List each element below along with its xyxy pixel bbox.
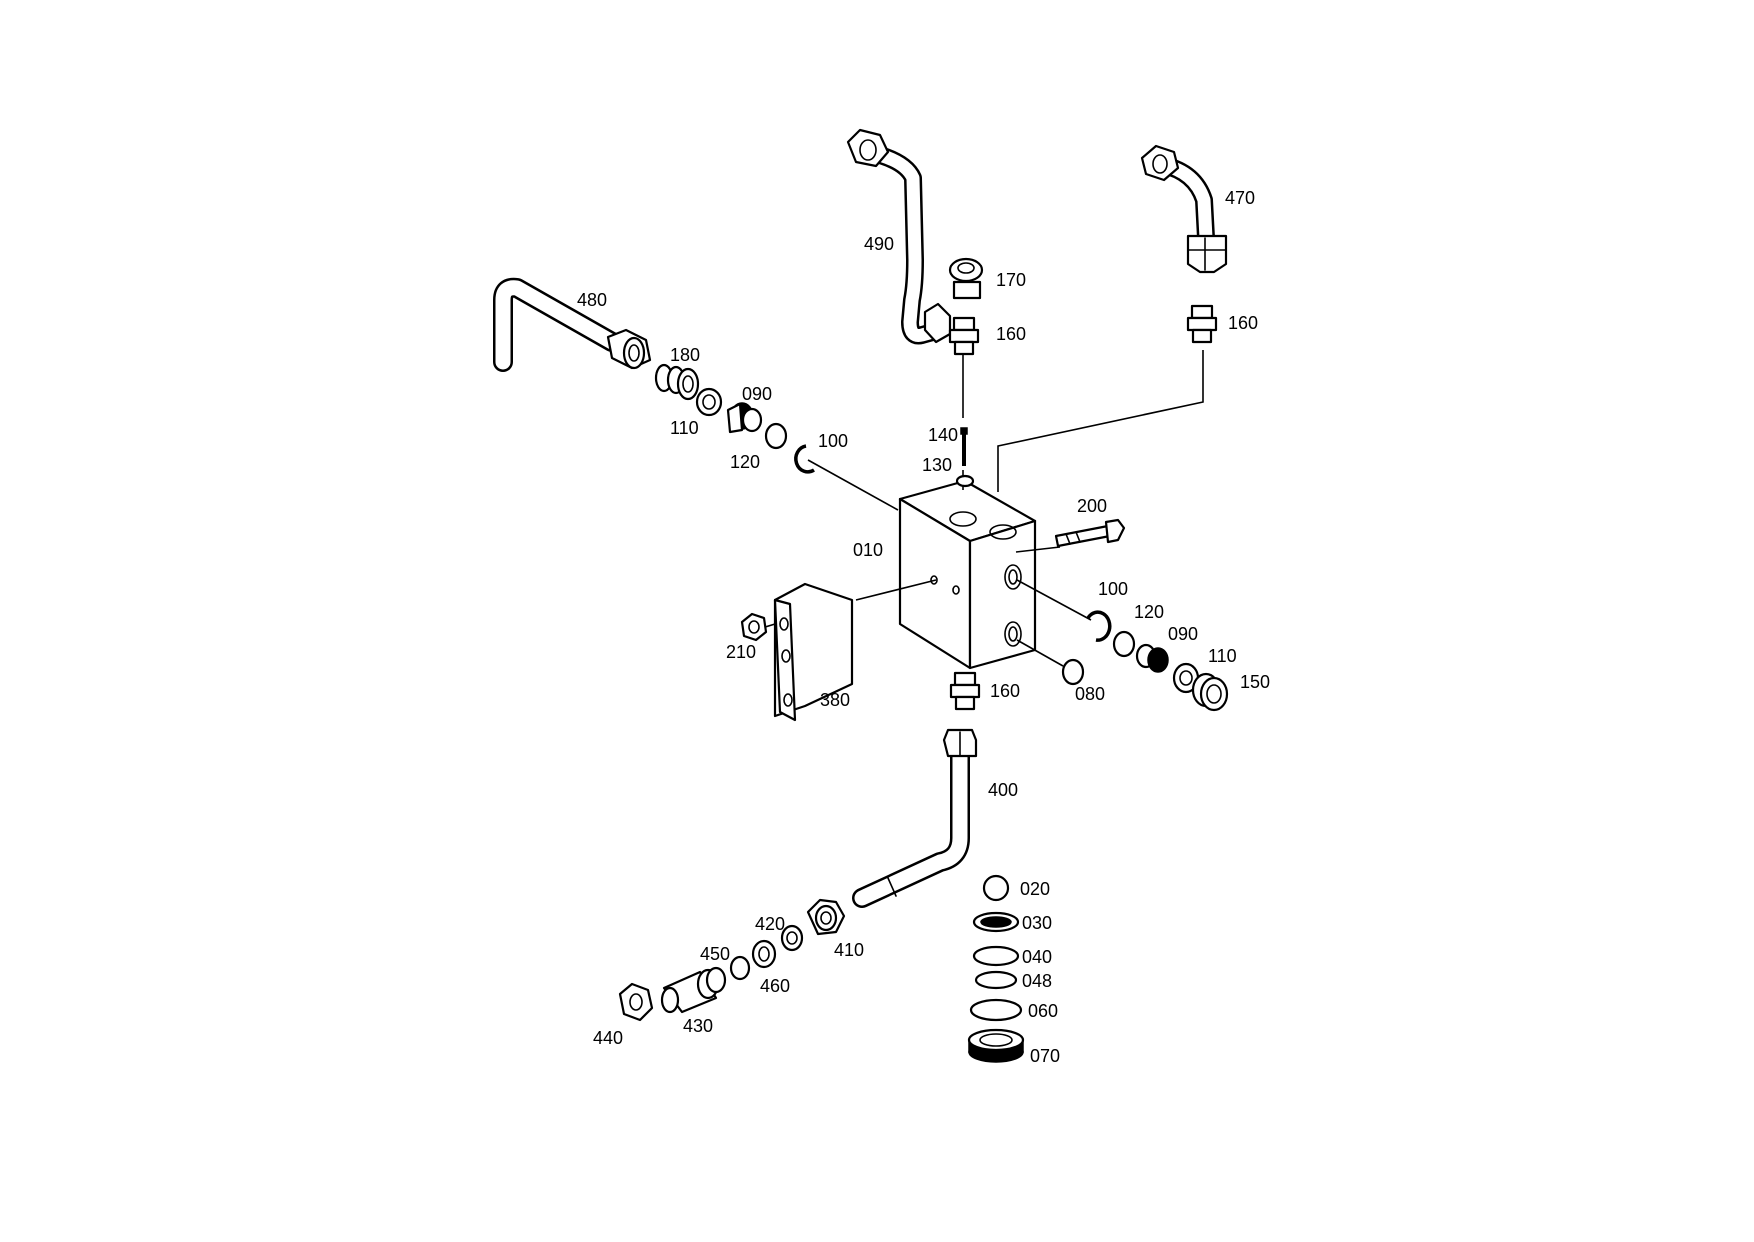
- o-ring-120-left: [764, 422, 788, 450]
- label-160-bottom: 160: [990, 681, 1020, 701]
- valve-block-010: [898, 479, 1037, 670]
- label-160-right: 160: [1228, 313, 1258, 333]
- label-440: 440: [593, 1028, 623, 1048]
- elbow-fitting-170: [948, 257, 984, 300]
- label-110-left: 110: [670, 418, 699, 438]
- label-480: 480: [577, 290, 607, 310]
- label-180: 180: [670, 345, 700, 365]
- label-100-left: 100: [818, 431, 848, 451]
- label-040: 040: [1022, 947, 1052, 967]
- nut-210: [740, 612, 768, 642]
- label-048: 048: [1022, 971, 1052, 991]
- plug-090-right: [1135, 643, 1169, 673]
- label-130: 130: [922, 455, 952, 475]
- label-110-right: 110: [1208, 646, 1237, 666]
- screw-140: [960, 427, 968, 466]
- leader-lines: [761, 346, 1204, 667]
- fitting-160-bottom: [949, 671, 981, 711]
- bolt-200: [1054, 518, 1126, 548]
- label-030: 030: [1022, 913, 1052, 933]
- label-090-left: 090: [742, 384, 772, 404]
- label-490: 490: [864, 234, 894, 254]
- label-380: 380: [820, 690, 850, 710]
- label-140: 140: [928, 425, 958, 445]
- label-010: 010: [853, 540, 883, 560]
- label-400: 400: [988, 780, 1018, 800]
- label-200: 200: [1077, 496, 1107, 516]
- label-210: 210: [726, 642, 756, 662]
- snap-ring-100-right: [1086, 610, 1112, 642]
- plug-070: [967, 1028, 1025, 1063]
- pipe-490: [846, 128, 952, 345]
- bracket-380: [773, 582, 854, 722]
- pipe-470: [1140, 144, 1228, 274]
- o-ring-080: [1061, 658, 1085, 686]
- label-080: 080: [1075, 684, 1105, 704]
- fitting-160-right: [1186, 304, 1218, 344]
- label-420: 420: [755, 914, 785, 934]
- label-460: 460: [760, 976, 790, 996]
- label-020: 020: [1020, 879, 1050, 899]
- label-170: 170: [996, 270, 1026, 290]
- label-060: 060: [1028, 1001, 1058, 1021]
- snap-ring-100-left: [794, 444, 815, 474]
- label-430: 430: [683, 1016, 713, 1036]
- label-160-top: 160: [996, 324, 1026, 344]
- label-100-right: 100: [1098, 579, 1128, 599]
- o-ring-040: [972, 945, 1020, 967]
- label-470: 470: [1225, 188, 1255, 208]
- adapter-430: [660, 966, 727, 1014]
- ball-020: [982, 874, 1010, 902]
- label-120-left: 120: [730, 452, 760, 472]
- part-labels: 010 020 030 040 048 060 070 080 090 090 …: [577, 188, 1270, 1066]
- seal-ring-110-left: [695, 387, 723, 417]
- washer-130: [955, 474, 975, 488]
- fitting-160-top: [948, 316, 980, 356]
- o-ring-120-right: [1112, 630, 1136, 658]
- label-150: 150: [1240, 672, 1270, 692]
- o-ring-048: [974, 970, 1018, 990]
- ring-460: [751, 939, 777, 969]
- label-090-right: 090: [1168, 624, 1198, 644]
- seal-060: [969, 998, 1023, 1022]
- nut-440: [618, 982, 654, 1022]
- sleeve-420: [780, 924, 804, 952]
- o-ring-450: [729, 955, 751, 981]
- pipe-400: [852, 728, 978, 908]
- label-070: 070: [1030, 1046, 1060, 1066]
- seal-030: [972, 911, 1020, 933]
- nut-410: [806, 898, 846, 936]
- label-120-right: 120: [1134, 602, 1164, 622]
- pipe-480: [493, 277, 652, 372]
- label-450: 450: [700, 944, 730, 964]
- plug-090-left: [726, 402, 763, 434]
- label-410: 410: [834, 940, 864, 960]
- fitting-180: [654, 363, 700, 401]
- cap-150: [1191, 672, 1229, 712]
